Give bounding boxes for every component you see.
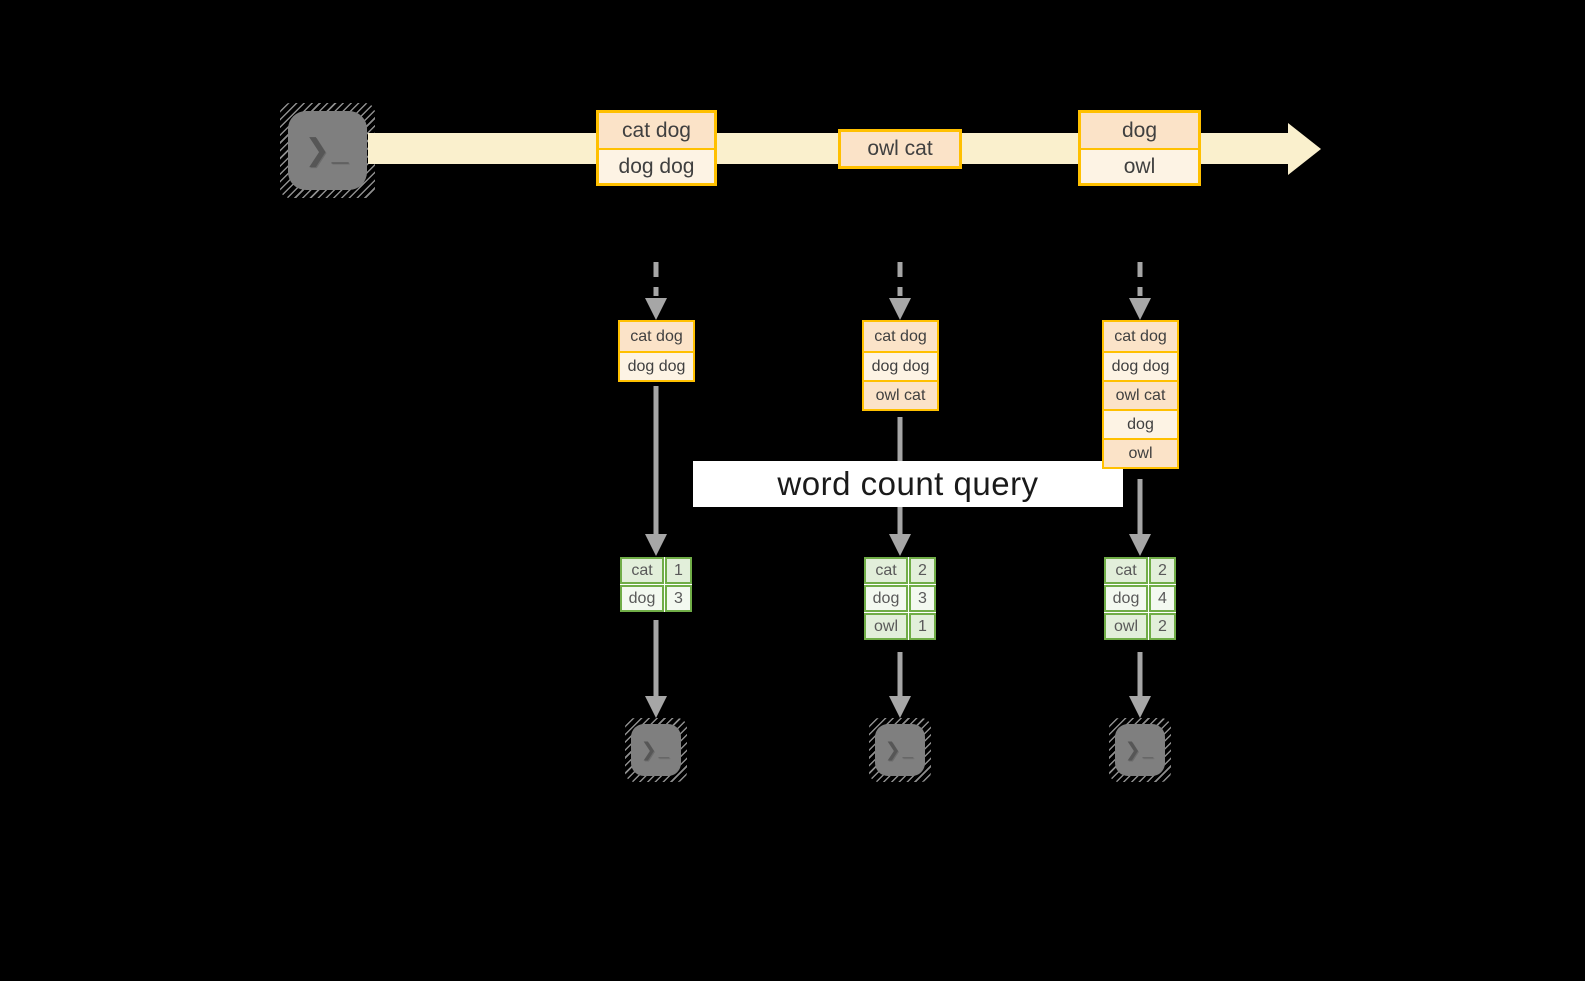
batch-row: cat dog (864, 322, 937, 351)
query-label: word count query (693, 461, 1123, 507)
stream-record: owl cat (841, 132, 959, 166)
word-cell: owl (864, 613, 908, 640)
arrow-head-icon (889, 534, 911, 556)
sink-arrow-1 (645, 620, 667, 718)
word-cell: dog (620, 585, 664, 612)
count-cell: 3 (665, 585, 692, 612)
micro-batch-box-1: cat dog dog dog (618, 320, 695, 382)
stream-record-box-1: cat dog dog dog (596, 110, 717, 186)
dashed-arrow-1 (645, 262, 667, 320)
terminal-screen: ❯_ (288, 111, 367, 190)
stream-record-box-3: dog owl (1078, 110, 1201, 186)
word-count-table-2: cat 2 dog 3 owl 1 (864, 557, 936, 640)
terminal-screen: ❯_ (1115, 724, 1165, 776)
sink-terminal-icon-3: ❯_ (1109, 718, 1171, 782)
sink-terminal-icon-1: ❯_ (625, 718, 687, 782)
source-terminal-icon: ❯_ (280, 103, 375, 198)
count-cell: 1 (665, 557, 692, 584)
dashed-arrow-3 (1129, 262, 1151, 320)
sink-arrow-3 (1129, 652, 1151, 718)
count-cell: 2 (1149, 613, 1176, 640)
arrow-head-icon (645, 534, 667, 556)
count-cell: 2 (1149, 557, 1176, 584)
batch-row: dog dog (1104, 351, 1177, 380)
arrow-head-icon (1129, 534, 1151, 556)
batch-row: owl cat (864, 380, 937, 409)
count-cell: 3 (909, 585, 936, 612)
word-cell: owl (1104, 613, 1148, 640)
word-count-table-1: cat 1 dog 3 (620, 557, 692, 612)
word-count-table-3: cat 2 dog 4 owl 2 (1104, 557, 1176, 640)
word-cell: cat (620, 557, 664, 584)
stream-record-box-2: owl cat (838, 129, 962, 169)
dashed-arrow-2 (889, 262, 911, 320)
query-arrow-3 (1129, 479, 1151, 556)
word-cell: dog (1104, 585, 1148, 612)
terminal-screen: ❯_ (631, 724, 681, 776)
stream-record: dog dog (599, 148, 714, 183)
sink-terminal-icon-2: ❯_ (869, 718, 931, 782)
stream-record: cat dog (599, 113, 714, 148)
terminal-prompt-glyph: ❯_ (1124, 739, 1156, 761)
arrow-head-icon (1129, 298, 1151, 320)
arrow-head-icon (889, 298, 911, 320)
terminal-prompt-glyph: ❯_ (304, 134, 351, 167)
batch-row: owl (1104, 438, 1177, 467)
query-arrow-1 (645, 386, 667, 556)
stream-record: dog (1081, 113, 1198, 148)
arrow-head-icon (645, 298, 667, 320)
count-cell: 4 (1149, 585, 1176, 612)
batch-row: cat dog (620, 322, 693, 351)
batch-row: dog dog (864, 351, 937, 380)
terminal-screen: ❯_ (875, 724, 925, 776)
count-cell: 1 (909, 613, 936, 640)
word-cell: cat (1104, 557, 1148, 584)
arrow-head-icon (1129, 696, 1151, 718)
word-cell: dog (864, 585, 908, 612)
batch-row: owl cat (1104, 380, 1177, 409)
terminal-prompt-glyph: ❯_ (884, 739, 916, 761)
terminal-prompt-glyph: ❯_ (640, 739, 672, 761)
arrow-head-icon (889, 696, 911, 718)
stream-record: owl (1081, 148, 1198, 183)
batch-row: dog dog (620, 351, 693, 380)
word-cell: cat (864, 557, 908, 584)
batch-row: dog (1104, 409, 1177, 438)
count-cell: 2 (909, 557, 936, 584)
micro-batch-box-3: cat dog dog dog owl cat dog owl (1102, 320, 1179, 469)
sink-arrow-2 (889, 652, 911, 718)
stream-arrowhead-icon (1288, 123, 1321, 175)
batch-row: cat dog (1104, 322, 1177, 351)
micro-batch-box-2: cat dog dog dog owl cat (862, 320, 939, 411)
arrow-head-icon (645, 696, 667, 718)
